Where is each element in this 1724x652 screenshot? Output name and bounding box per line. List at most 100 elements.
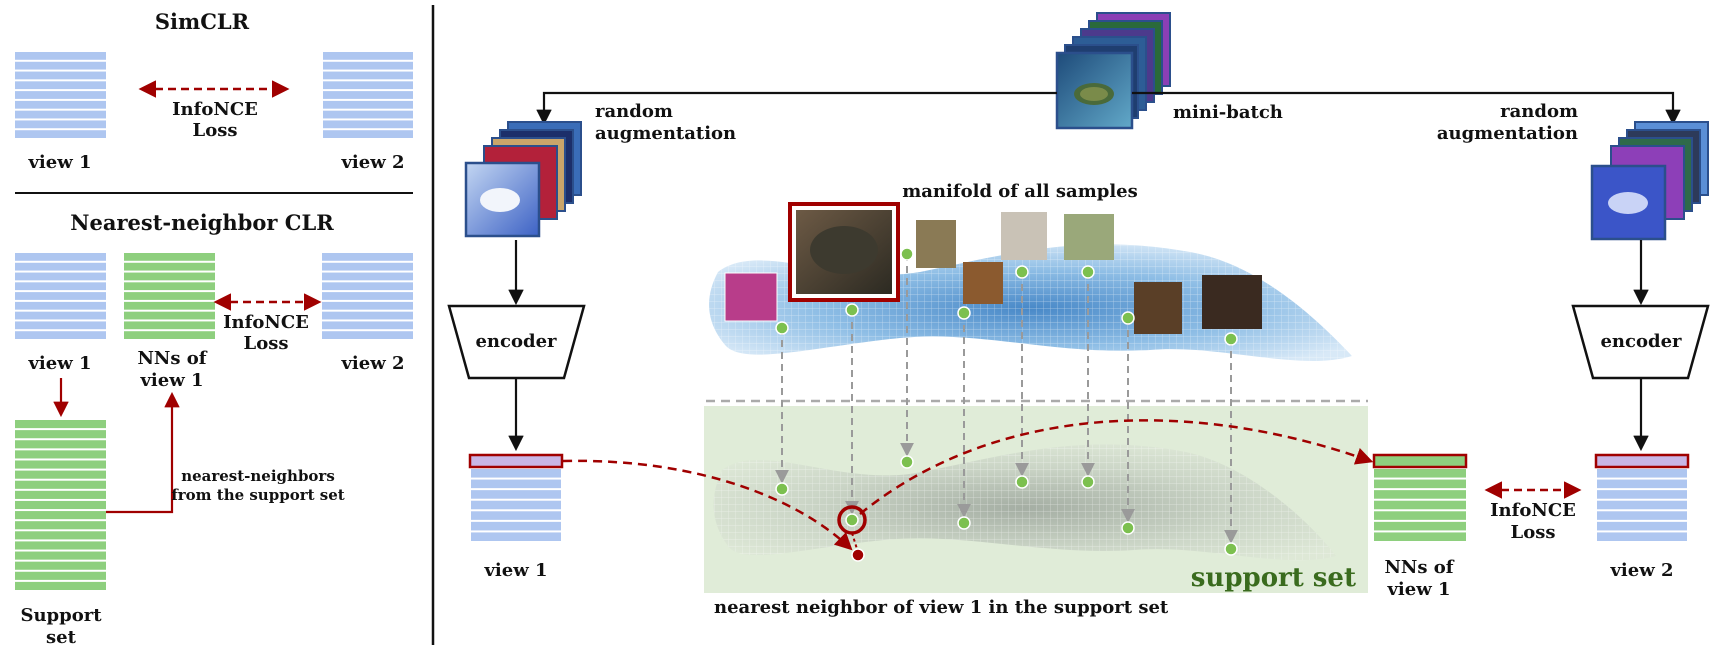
right-loss-label-2: Loss [1511,522,1556,543]
right-nn-stack [1374,469,1466,541]
manifold-label: manifold of all samples [902,181,1138,202]
support-set-label: support set [1191,563,1356,593]
nnclr-nn-stack [124,253,215,339]
support-set-surface [713,444,1336,561]
embedding-row [15,262,106,271]
nnclr-nn-label-2: view 1 [139,370,203,391]
embedding-row [15,521,106,530]
encoder-left-label: encoder [475,331,557,352]
embedding-row [15,571,106,580]
embedding-row [471,490,561,499]
embedding-row [1374,500,1466,510]
embedding-row [323,91,413,99]
nnclr-view1-label: view 1 [27,353,91,374]
embedding-row [15,120,106,129]
embedding-row [124,272,215,281]
nnclr-title: Nearest-neighbor CLR [70,210,334,235]
embedding-row [322,262,413,271]
simclr-loss-label-2: Loss [193,120,238,141]
embedding-row [323,120,413,129]
support-set-points [775,455,1238,556]
support-set-stack [15,420,106,590]
nnclr-view1-stack [15,253,106,339]
minibatch-to-right-arrow [1132,91,1681,126]
encoder-right-label: encoder [1600,331,1682,352]
embedding-row [15,470,106,479]
right-view1-stack [471,469,561,541]
embedding-row [15,272,106,281]
embedding-row [15,531,106,540]
embedding-row [15,450,106,459]
embedding-row [15,420,106,429]
minibatch-image-stack [1055,12,1171,130]
embedding-row [124,253,215,261]
embedding-row [323,52,413,60]
embedding-row [1374,479,1466,489]
embedding-row [323,61,413,70]
view1-to-nn-arrow [562,459,853,551]
embedding-row [15,71,106,80]
embedding-row [1597,521,1687,531]
embedding-row [124,321,215,330]
embedding-row [471,521,561,531]
embedding-row [15,91,106,99]
encoder-left [447,304,586,380]
simclr-view2-label: view 2 [340,152,404,173]
aug-left-label-2: augmentation [595,123,736,144]
encoder-right [1571,304,1710,380]
support-caption: nearest neighbor of view 1 in the suppor… [714,597,1169,618]
embedding-row [15,480,106,489]
aug-right-image-stack [1590,121,1709,241]
embedding-row [322,321,413,330]
embedding-row [323,71,413,80]
embedding-row [15,581,106,590]
right-loss-label-1: InfoNCE [1490,500,1576,521]
right-panel: mini-batch random augmentation random au… [447,12,1710,618]
nnclr-view2-stack [322,253,413,339]
embedding-row [124,311,215,320]
view2-embedding-row [1594,453,1690,469]
embedding-row [15,130,106,138]
embedding-row [1374,532,1466,541]
embedding-row [15,430,106,439]
embedding-row [1597,479,1687,489]
embedding-row [15,81,106,90]
embedding-row [322,311,413,320]
embedding-row [323,110,413,119]
embedding-row [124,331,215,339]
right-view1-label: view 1 [483,560,547,581]
embedding-row [1374,511,1466,520]
simclr-loss-label-1: InfoNCE [172,99,258,120]
embedding-row [15,440,106,449]
simclr-title: SimCLR [155,9,250,34]
minibatch-label: mini-batch [1173,102,1283,123]
right-view2-stack [1597,469,1687,541]
nnclr-loss-label-2: Loss [244,333,289,354]
support-to-nn-arrow [106,391,180,514]
embedding-row [323,81,413,90]
nn-note-line-1: nearest-neighbors [181,467,335,485]
embedding-row [15,551,106,560]
embedding-row [15,301,106,310]
nn-connector [851,532,858,550]
embedding-row [1597,490,1687,499]
embedding-row [124,301,215,310]
embedding-row [15,331,106,339]
aug-left-image-stack [464,121,582,238]
embedding-row [322,331,413,339]
simclr-view1-label: view 1 [27,152,91,173]
embedding-row [471,532,561,541]
nnclr-loss-label-1: InfoNCE [223,312,309,333]
embedding-row [1597,511,1687,520]
view1-embedding-point [851,548,865,562]
embedding-row [471,511,561,520]
left-panel: SimCLR InfoNCE Loss view 1 view 2 Neares… [15,9,413,648]
aug-right-label-2: augmentation [1437,123,1578,144]
embedding-row [124,262,215,271]
embedding-row [15,500,106,510]
view1-embedding-row [468,453,564,469]
embedding-row [1374,521,1466,531]
embedding-row [1597,500,1687,510]
